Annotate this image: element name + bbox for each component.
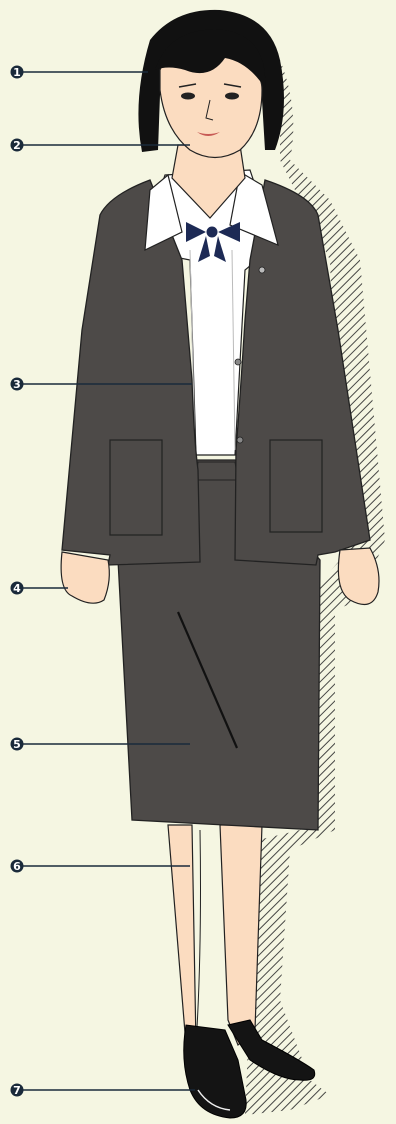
callout-number-1: 1 bbox=[13, 66, 21, 79]
callout-number-4: 4 bbox=[13, 582, 21, 595]
callout-number-3: 3 bbox=[13, 378, 21, 391]
legs bbox=[168, 825, 262, 1045]
callout-number-6: 6 bbox=[13, 860, 21, 873]
callout-number-2: 2 bbox=[13, 139, 21, 152]
callout-number-5: 5 bbox=[13, 738, 21, 751]
callout-number-7: 7 bbox=[13, 1084, 21, 1097]
